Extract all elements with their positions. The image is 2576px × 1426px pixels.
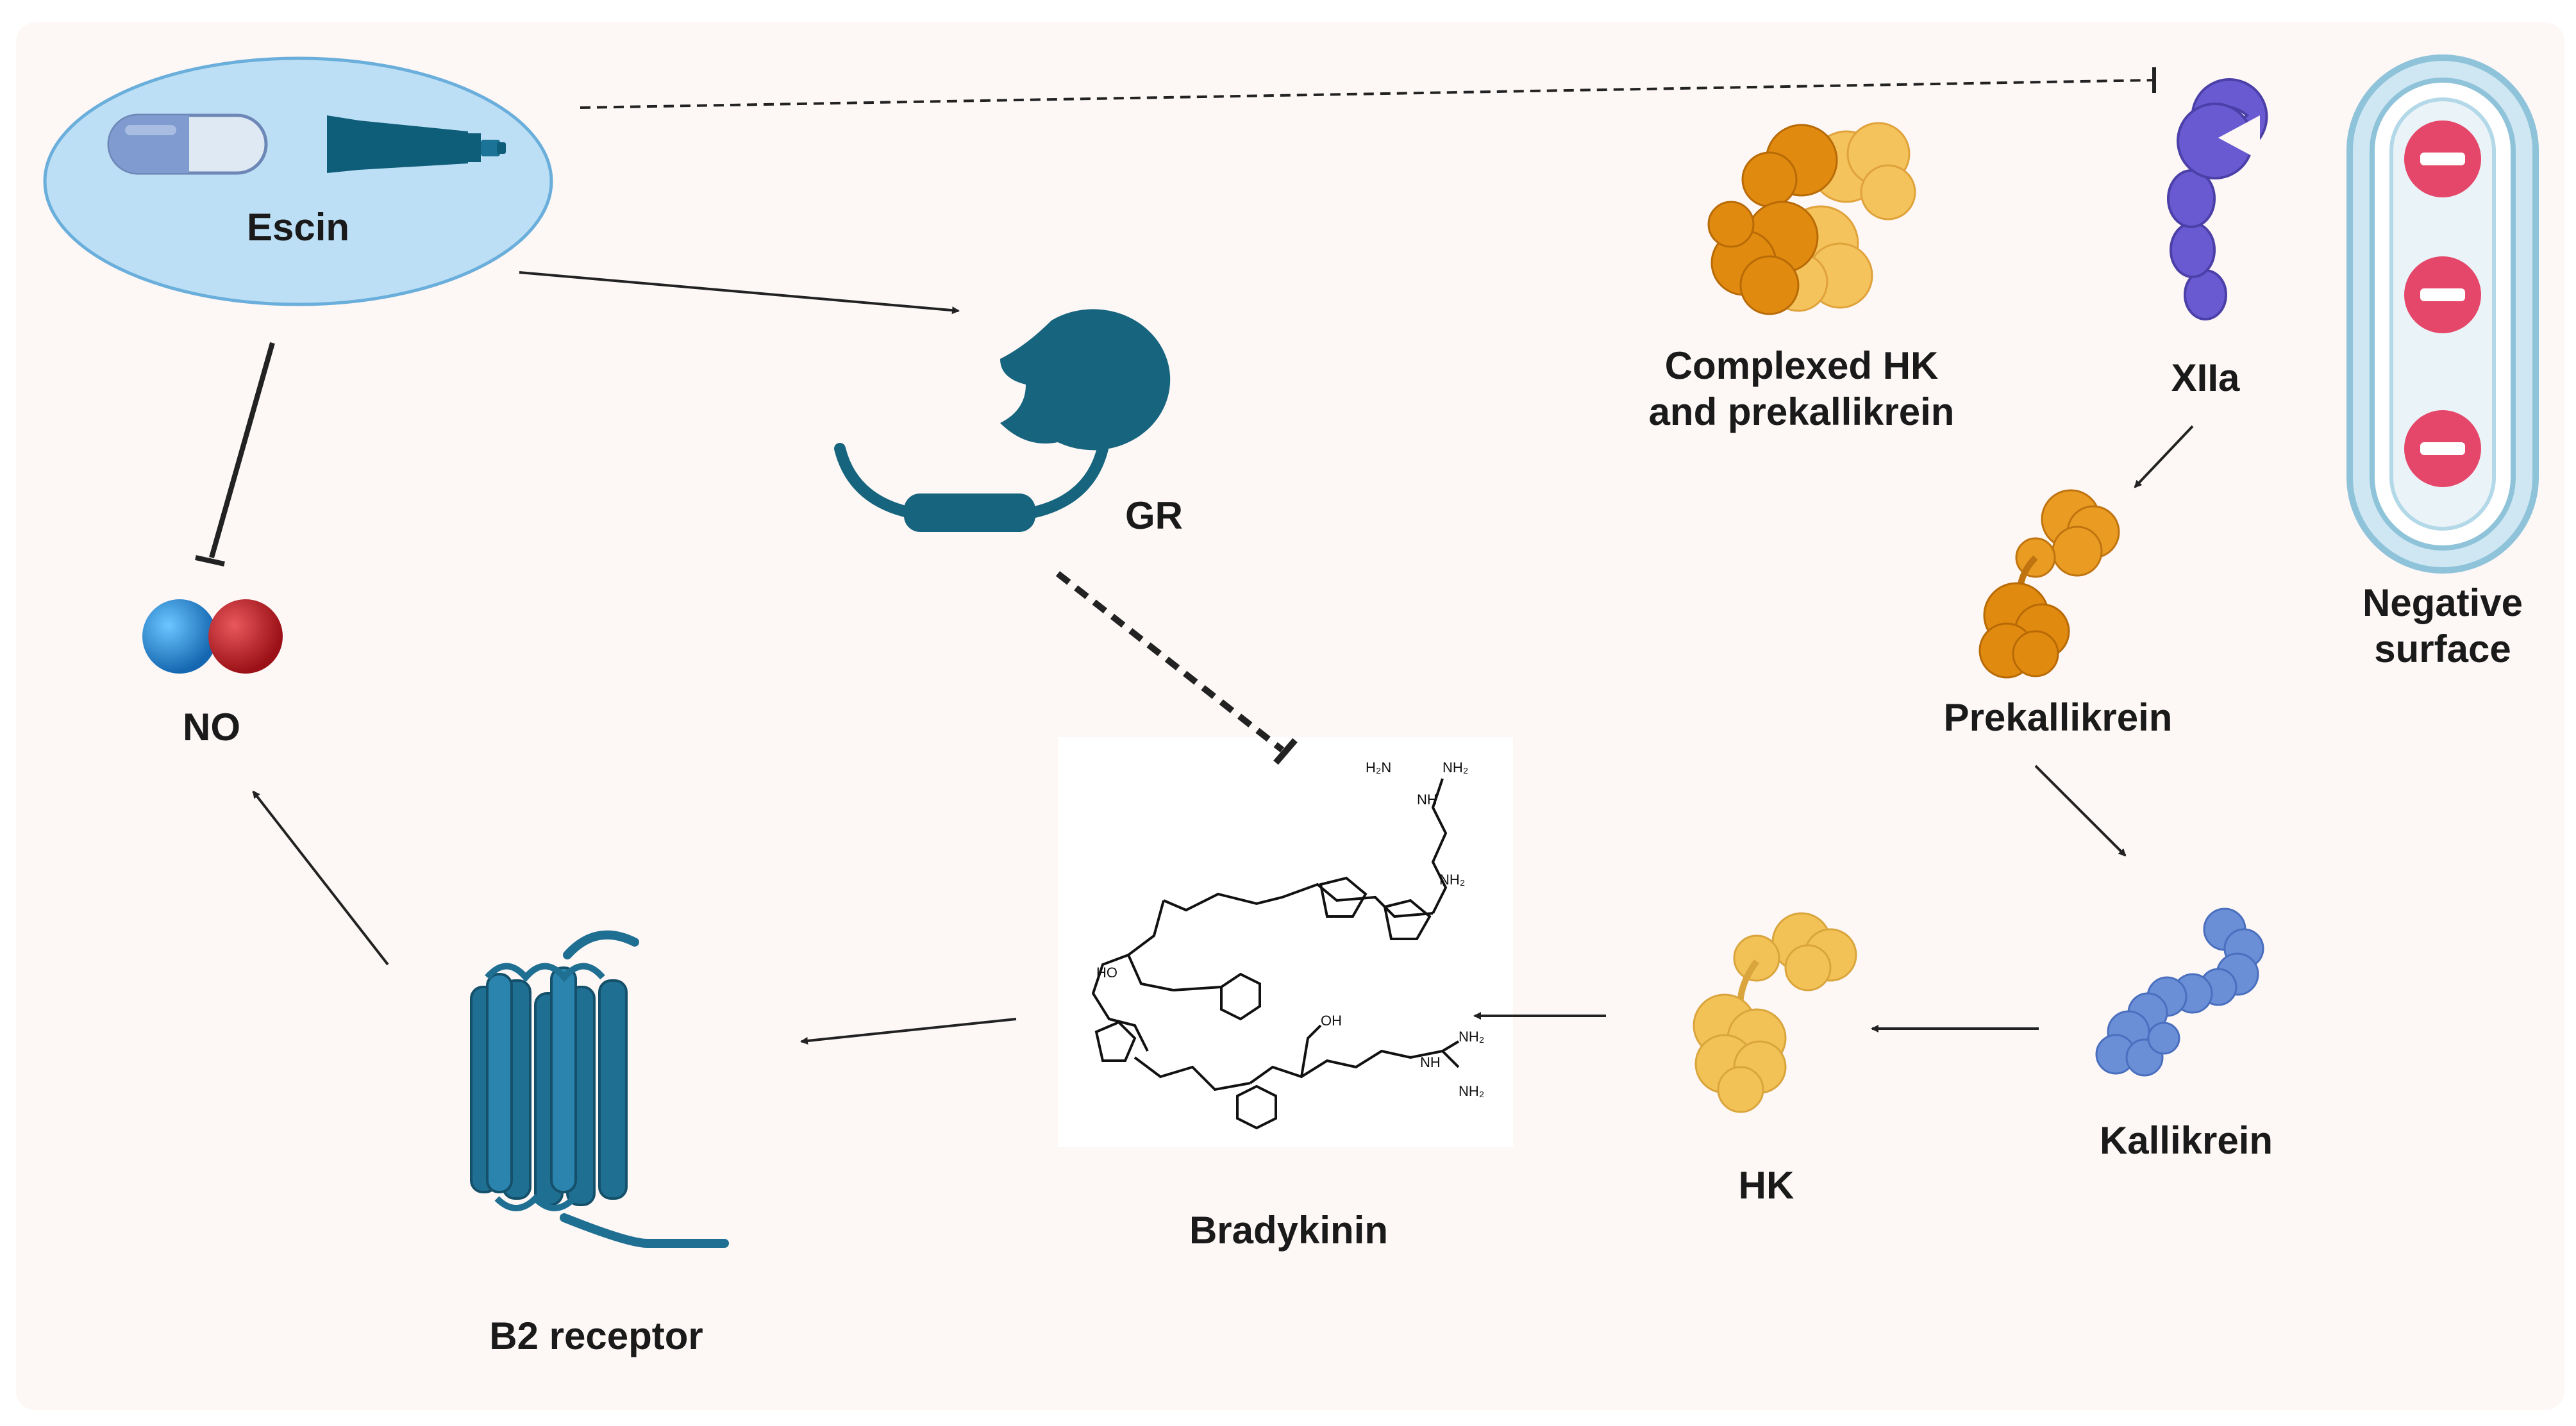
label-no: NO	[183, 706, 240, 749]
gr-receptor-icon	[834, 309, 1171, 532]
mol-nh-top: NH	[1417, 792, 1437, 808]
capsule-icon	[107, 113, 268, 175]
label-complexed-hk-prekallikrein: Complexed HK and prekallikrein	[1648, 344, 1955, 433]
escin-gr-arrow	[519, 271, 960, 315]
label-negative-surface: Negative surface	[2362, 581, 2523, 670]
mol-nh: NH	[1420, 1054, 1441, 1070]
escin-node	[43, 56, 553, 306]
b2-no-arrow	[252, 790, 389, 966]
mol-nh2-mid: NH₂	[1439, 872, 1465, 888]
mol-ho: HO	[1096, 965, 1117, 981]
negative-surface-icon	[2346, 54, 2539, 574]
b2-receptor-icon	[470, 930, 729, 1248]
mol-cooh: OH	[1321, 1013, 1342, 1029]
negative-charge-icon	[2404, 120, 2481, 197]
prekallikrein-kallikrein-arrow	[2034, 765, 2127, 857]
mol-nh2-bot: NH₂	[1459, 1029, 1484, 1045]
bradykinin-structure: H₂N NH NH₂ NH₂ HO OH NH NH₂ NH₂	[1058, 737, 1513, 1147]
label-hk: HK	[1738, 1164, 1794, 1207]
negative-charge-icon	[2404, 410, 2481, 487]
label-bradykinin: Bradykinin	[1189, 1209, 1389, 1252]
escin-no-inhibition	[209, 342, 275, 559]
label-kallikrein: Kallikrein	[2099, 1119, 2273, 1162]
escin-ellipse	[43, 56, 553, 306]
xiia-protein-icon	[2167, 78, 2268, 320]
gr-bradykinin-inhibition-bar	[1273, 738, 1298, 765]
arrows	[195, 67, 2194, 1045]
escin-xiia-inhibition	[580, 79, 2155, 109]
kallikrein-icon	[2095, 908, 2264, 1077]
label-prekallikrein: Prekallikrein	[1943, 696, 2173, 739]
bradykinin-b2-arrow	[800, 1018, 1017, 1045]
xiia-prekallikrein-arrow	[2134, 425, 2194, 488]
negative-charge-icon	[2404, 256, 2481, 333]
label-b2-receptor: B2 receptor	[489, 1314, 703, 1357]
prekallikrein-icon	[1978, 489, 2120, 679]
mol-nh-bot: NH₂	[1459, 1083, 1484, 1099]
gr-bradykinin-inhibition	[1055, 571, 1285, 752]
label-xiia: XIIa	[2171, 356, 2240, 399]
hk-protein-icon	[1693, 912, 1857, 1113]
label-escin: Escin	[246, 206, 350, 249]
mol-nh2-top: NH₂	[1443, 759, 1468, 775]
complexed-hk-prekallikrein-icon	[1707, 122, 1916, 315]
escin-no-inhibition-bar	[195, 555, 225, 567]
label-gr: GR	[1125, 494, 1183, 537]
diagram-background	[16, 22, 2564, 1410]
ointment-tube-icon	[327, 115, 506, 173]
no-molecule-icon	[142, 599, 283, 674]
mol-h2n-top: H₂N	[1366, 759, 1391, 775]
